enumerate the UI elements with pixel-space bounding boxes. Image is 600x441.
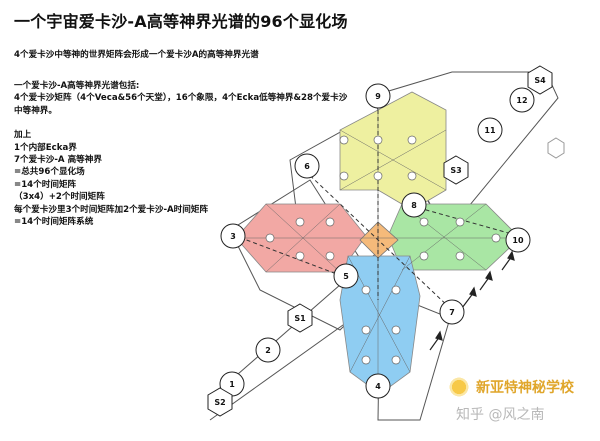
circle-label-8: 8 (411, 201, 417, 210)
note-line: 一个爱卡沙-A高等神界光谱包括: (14, 81, 140, 91)
circle-label-4: 4 (375, 382, 381, 391)
circle-label-7: 7 (449, 308, 455, 317)
note-line: 1个内部Ecka界 (14, 142, 77, 153)
note-line: =总共96个显化场 (14, 167, 85, 178)
page-title: 一个宇宙爱卡沙-A高等神界光谱的96个显化场 (14, 12, 348, 31)
circle-label-12: 12 (516, 96, 527, 105)
stargate-label-s2: S2 (214, 398, 225, 407)
note-line: 中等神界。 (14, 105, 57, 116)
brand-name: 新亚特神秘学校 (476, 380, 574, 396)
circle-label-5: 5 (343, 272, 349, 281)
watermark: 知乎 @风之南 (456, 407, 545, 423)
circle-label-1: 1 (229, 380, 235, 389)
sun-icon (448, 376, 470, 398)
stargate-label-s1: S1 (294, 314, 306, 323)
circle-label-6: 6 (304, 162, 310, 171)
note-line: 4个爱卡沙矩阵（4个Veca&56个天堂），16个象限，4个Ecka低等神界&2… (14, 93, 348, 104)
stargate-hexagons (207, 65, 565, 417)
intro-text: 4个爱卡沙中等神的世界矩阵会形成一个爱卡沙A的高等神界光谱 (14, 50, 259, 60)
note-line: =14个时间矩阵 (14, 179, 77, 190)
arrows (429, 250, 515, 351)
stargate-label-s3: S3 (450, 166, 461, 175)
circle-label-10: 10 (512, 236, 524, 245)
circle-label-3: 3 (230, 232, 236, 241)
circle-label-9: 9 (375, 92, 381, 101)
circle-label-11: 11 (484, 126, 496, 135)
note-line: 加上 (14, 130, 32, 141)
stargate-label-s4: S4 (534, 76, 546, 85)
note-line: 7个爱卡沙-A 高等神界 (14, 155, 102, 166)
region-yellow (339, 91, 447, 211)
numbered-circles (219, 83, 535, 399)
brand: 新亚特神秘学校 (448, 376, 574, 398)
circle-label-2: 2 (265, 346, 271, 355)
node-dots (265, 135, 501, 365)
notes-block: 一个爱卡沙-A高等神界光谱包括: 4个爱卡沙矩阵（4个Veca&56个天堂），1… (14, 80, 348, 228)
note-line: =14个时间矩阵系统 (14, 217, 94, 228)
note-line: （3x4）+2个时间矩阵 (14, 192, 105, 203)
note-line: 每个爱卡沙里3个时间矩阵加2个爱卡沙-A时间矩阵 (14, 204, 209, 215)
